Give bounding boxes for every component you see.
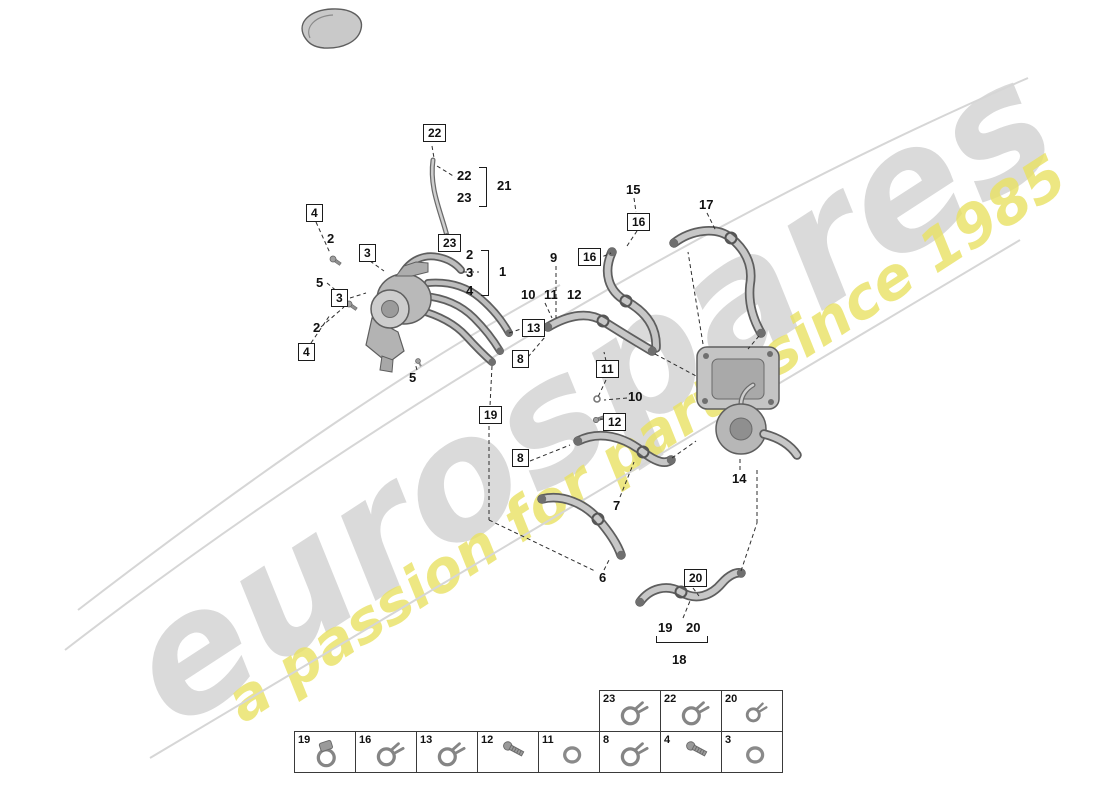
part-callout: 12 — [567, 287, 582, 302]
group-bracket-21 — [479, 167, 487, 207]
legend-cell: 23 — [599, 690, 661, 732]
part-callout: 3 — [466, 265, 474, 280]
part-callout: 19 — [479, 406, 503, 424]
part-callout: 21 — [497, 178, 512, 193]
part-callout: 5 — [409, 370, 417, 385]
part-callout: 23 — [457, 190, 472, 205]
screw-icon — [494, 740, 532, 768]
thermostat-housing-part — [696, 346, 797, 455]
part-callout: 18 — [672, 652, 687, 667]
part-callout: 2 — [327, 231, 335, 246]
group-bracket-1 — [481, 250, 489, 296]
legend-cell: 13 — [416, 731, 478, 773]
part-callout: 20 — [686, 620, 701, 635]
legend-cell: 19 — [294, 731, 356, 773]
part-callout: 12 — [603, 413, 627, 431]
part-callout: 16 — [578, 248, 602, 266]
part-callout: 10 — [521, 287, 536, 302]
part-callout: 5 — [316, 275, 324, 290]
spring-clamp-icon — [616, 740, 654, 768]
part-callout: 22 — [423, 124, 447, 142]
part-callout: 4 — [298, 343, 315, 361]
legend-number: 4 — [664, 734, 671, 746]
part-callout: 6 — [599, 570, 607, 585]
legend-number: 16 — [359, 734, 372, 746]
part-callout: 4 — [306, 204, 323, 222]
hose-end-connectors — [444, 233, 766, 607]
legend-cell: 12 — [477, 731, 539, 773]
legend-cell: 22 — [660, 690, 722, 732]
hose-clamp-marks — [591, 231, 738, 599]
part-callout: 2 — [313, 320, 321, 335]
part-callout: 2 — [466, 247, 474, 262]
part-callout: 17 — [699, 197, 714, 212]
legend-cell: 16 — [355, 731, 417, 773]
part-callout: 3 — [359, 244, 376, 262]
legend-number: 20 — [725, 693, 738, 705]
o-ring-icon — [555, 740, 593, 768]
part-callout: 13 — [522, 319, 546, 337]
legend-cell: 11 — [538, 731, 600, 773]
legend-cell: 4 — [660, 731, 722, 773]
legend-cell: 20 — [721, 690, 783, 732]
legend-number: 11 — [542, 734, 554, 746]
part-callout: 8 — [512, 350, 529, 368]
part-callout: 4 — [466, 283, 474, 298]
spring-clamp-icon — [677, 699, 715, 727]
part-callout: 19 — [658, 620, 673, 635]
legend-number: 22 — [664, 693, 677, 705]
spring-clamp-icon — [616, 699, 654, 727]
part-callout: 7 — [613, 498, 621, 513]
legend-number: 13 — [420, 734, 433, 746]
cover-cap-part — [301, 8, 363, 49]
o-ring-icon — [738, 740, 776, 768]
legend-number: 23 — [603, 693, 616, 705]
part-callout: 20 — [684, 569, 708, 587]
part-callout: 14 — [732, 471, 747, 486]
part-callout: 9 — [550, 250, 558, 265]
legend-number: 19 — [298, 734, 311, 746]
part-callout: 11 — [596, 360, 619, 378]
spring-clamp-icon — [372, 740, 410, 768]
part-callout: 8 — [512, 449, 529, 467]
part-callout: 3 — [331, 289, 348, 307]
clip-clamp-icon — [738, 699, 776, 727]
legend-cell: 8 — [599, 731, 661, 773]
screw-icon — [677, 740, 715, 768]
part-callout: 16 — [627, 213, 651, 231]
leader-lines — [310, 145, 760, 619]
pump-assembly-part — [365, 160, 509, 373]
group-bracket-18 — [656, 636, 708, 643]
part-callout: 15 — [626, 182, 641, 197]
part-callout: 1 — [499, 264, 507, 279]
part-callout: 10 — [628, 389, 643, 404]
legend-cell: 3 — [721, 731, 783, 773]
part-callout: 23 — [438, 234, 462, 252]
legend-number: 12 — [481, 734, 494, 746]
spring-clamp-icon — [433, 740, 471, 768]
part-callout: 22 — [457, 168, 472, 183]
legend-number: 8 — [603, 734, 610, 746]
part-callout: 11 — [544, 287, 558, 302]
worm-clamp-icon — [311, 740, 349, 768]
swoosh-curves — [64, 77, 1029, 759]
legend-number: 3 — [725, 734, 732, 746]
